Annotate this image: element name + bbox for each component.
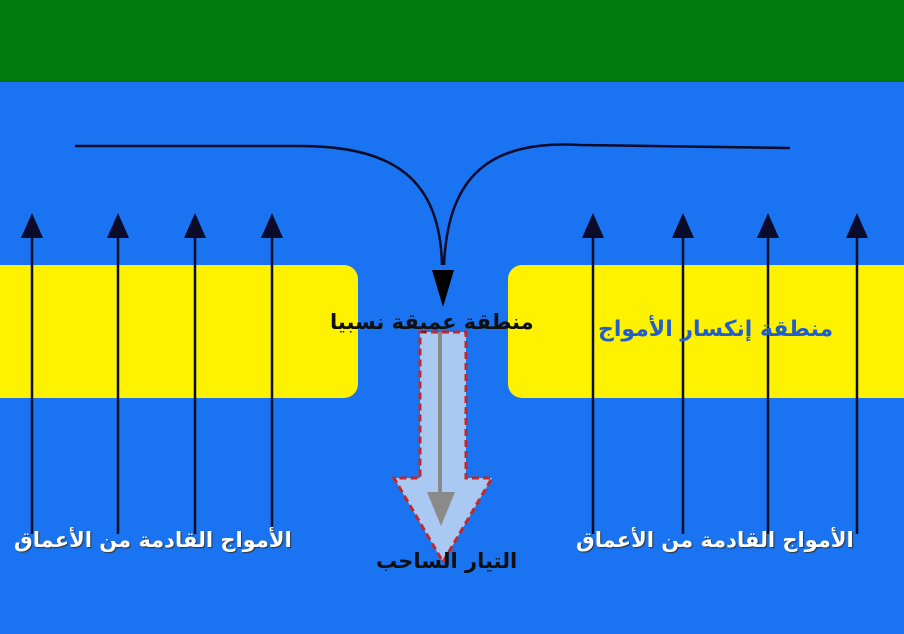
- up-arrow-icon: [261, 213, 283, 238]
- wave-arrows-right: [582, 213, 868, 534]
- rip-current-arrow: [391, 330, 495, 565]
- incoming-waves-right-label: الأمواج القادمة من الأعماق: [576, 528, 854, 552]
- deep-zone-label: منطقة عميقة نسبيا: [330, 310, 534, 334]
- wave-arrows-left: [21, 213, 283, 534]
- sandbar-right: [508, 265, 904, 398]
- converging-flow-left: [75, 144, 444, 266]
- up-arrow-icon: [21, 213, 43, 238]
- converging-flow-right: [442, 143, 791, 266]
- up-arrow-icon: [757, 213, 779, 238]
- shore-strip: [0, 0, 904, 82]
- down-arrow-icon: [432, 270, 454, 307]
- up-arrow-icon: [846, 213, 868, 238]
- up-arrow-icon: [672, 213, 694, 238]
- rip-current-label: التيار الساحب: [376, 549, 518, 573]
- up-arrow-icon: [107, 213, 129, 238]
- breaking-zone-label: منطقة إنكسار الأمواج: [598, 317, 834, 342]
- down-arrow-icon: [427, 492, 455, 526]
- incoming-waves-left-label: الأمواج القادمة من الأعماق: [14, 528, 292, 552]
- sandbar-left: [0, 265, 358, 398]
- up-arrow-icon: [582, 213, 604, 238]
- up-arrow-icon: [184, 213, 206, 238]
